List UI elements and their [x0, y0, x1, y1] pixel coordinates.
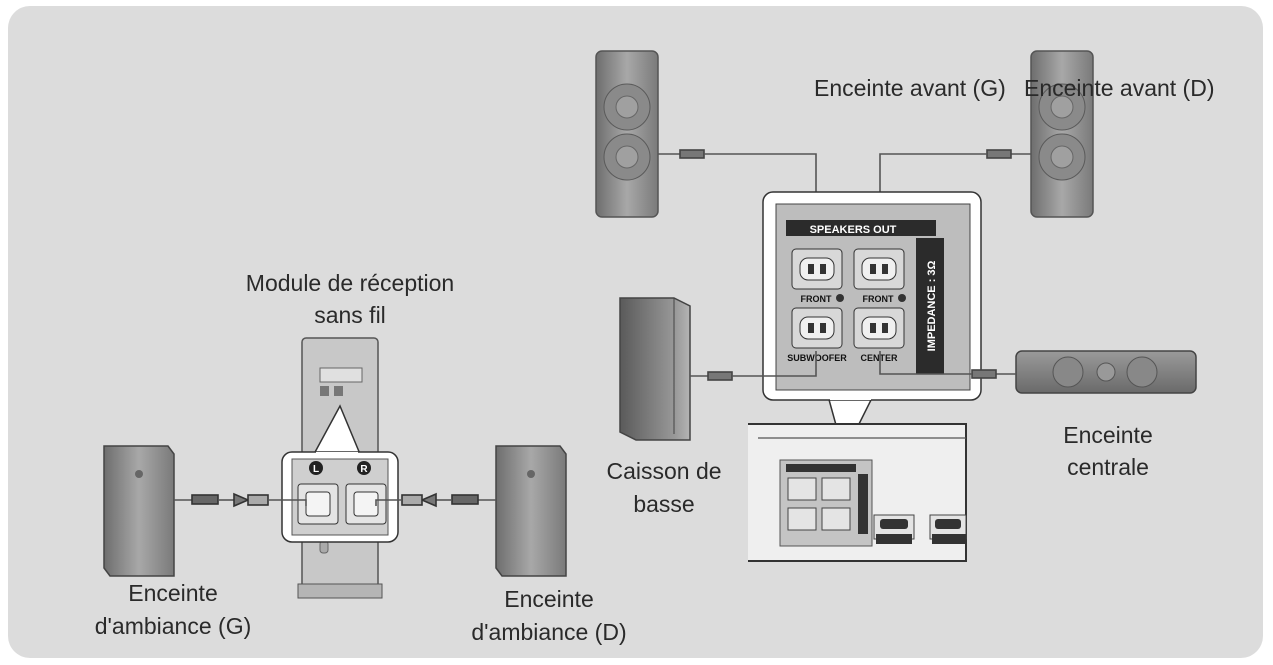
impedance-label: IMPEDANCE : 3Ω	[926, 260, 938, 351]
surround-right-label-line2: d'ambiance (D)	[471, 619, 627, 645]
subwoofer-jack-label: SUBWOOFER	[787, 353, 847, 363]
subwoofer-icon	[619, 297, 691, 441]
center-label-line1: Enceinte	[1063, 422, 1153, 448]
surround-wires	[174, 492, 496, 508]
surround-left-label-line1: Enceinte	[128, 580, 218, 606]
center-speaker-icon	[1015, 350, 1197, 394]
front-right-jack-icon	[853, 248, 905, 290]
front-right-jack-label: FRONT	[863, 294, 894, 304]
surround-left-speaker-icon	[103, 445, 175, 577]
front-left-jack-label: FRONT	[801, 294, 832, 304]
wireless-module-label-line1: Module de réception	[245, 270, 455, 296]
speakers-out-header: SPEAKERS OUT	[810, 224, 897, 236]
surround-right-label-line1: Enceinte	[504, 586, 594, 612]
front-left-jack-icon	[791, 248, 843, 290]
speakers-out-callout: SPEAKERS OUT IMPEDANCE : 3Ω FRONT FRONT	[762, 191, 982, 457]
receiver-rear-panel	[748, 423, 967, 562]
surround-left-label-line2: d'ambiance (G)	[94, 613, 252, 639]
module-left-jack-label: L	[313, 464, 319, 475]
module-callout: L R	[281, 404, 399, 543]
surround-right-speaker-icon	[495, 445, 567, 577]
diagram-panel: SPEAKERS OUT IMPEDANCE : 3Ω FRONT FRONT	[8, 6, 1263, 658]
wireless-module-label-line2: sans fil	[314, 302, 386, 328]
subwoofer-jack-icon	[791, 307, 843, 349]
subwoofer-label-line2: basse	[633, 491, 695, 517]
subwoofer-wire	[690, 351, 817, 381]
connection-diagram: SPEAKERS OUT IMPEDANCE : 3Ω FRONT FRONT	[103, 50, 1197, 599]
center-label-line2: centrale	[1067, 454, 1149, 480]
front-right-label: Enceinte avant (D)	[1024, 75, 1215, 101]
front-left-label: Enceinte avant (G)	[814, 75, 1006, 101]
module-right-jack-label: R	[360, 464, 368, 475]
center-jack-icon	[853, 307, 905, 349]
center-wire	[879, 351, 1016, 379]
subwoofer-label-line1: Caisson de	[606, 458, 722, 484]
front-right-speaker-icon	[1030, 50, 1094, 218]
front-left-speaker-icon	[595, 50, 659, 218]
